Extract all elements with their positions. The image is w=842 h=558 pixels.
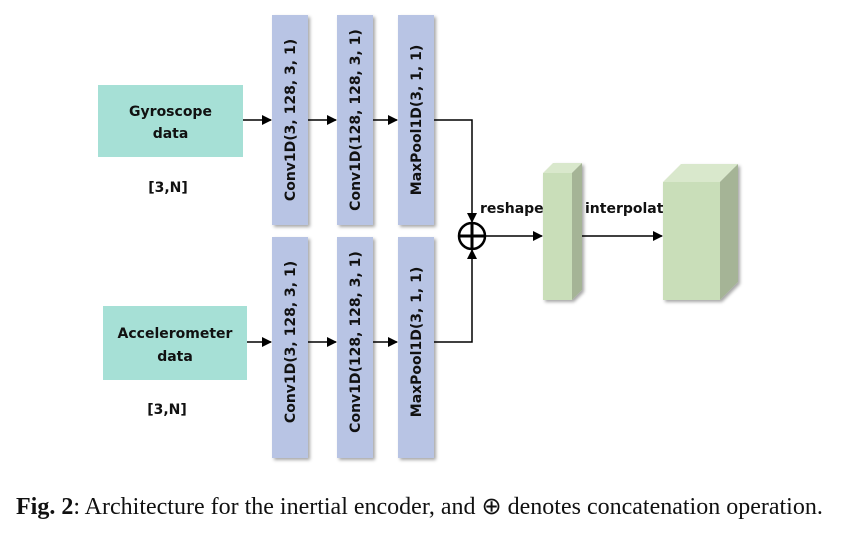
gyro-conv2-label: Conv1D(128, 128, 3, 1)	[348, 29, 364, 211]
reshape-label: reshape	[480, 201, 544, 217]
gyro-maxpool-layer: MaxPool1D(3, 1, 1)	[398, 15, 434, 225]
accel-conv2-label: Conv1D(128, 128, 3, 1)	[348, 251, 364, 433]
gyroscope-label: Gyroscope	[129, 104, 212, 120]
reshaped-feature-block	[543, 163, 582, 300]
accel-maxpool-layer: MaxPool1D(3, 1, 1)	[398, 237, 434, 458]
interpolated-feature-block	[663, 164, 738, 300]
gyro-conv2-layer: Conv1D(128, 128, 3, 1)	[337, 15, 373, 225]
gyroscope-label-data: data	[153, 126, 189, 142]
accelerometer-input-box: Accelerometer data	[103, 306, 247, 380]
gyro-maxpool-label: MaxPool1D(3, 1, 1)	[409, 45, 425, 195]
figure-caption: Fig. 2: Architecture for the inertial en…	[16, 493, 826, 521]
accelerometer-label: Accelerometer	[118, 326, 233, 342]
gyroscope-shape-label: [3,N]	[148, 180, 188, 196]
accel-conv1-label: Conv1D(3, 128, 3, 1)	[283, 261, 299, 423]
accelerometer-label-data: data	[157, 349, 193, 365]
caption-text: : Architecture for the inertial encoder,…	[73, 494, 823, 520]
figure-number: Fig. 2	[16, 494, 74, 520]
gyroscope-input-box: Gyroscope data	[98, 85, 243, 157]
arrow-gyro-to-concat	[434, 119, 477, 223]
accel-conv1-layer: Conv1D(3, 128, 3, 1)	[272, 237, 308, 458]
gyro-conv1-label: Conv1D(3, 128, 3, 1)	[283, 39, 299, 201]
accel-conv2-layer: Conv1D(128, 128, 3, 1)	[337, 237, 373, 458]
accelerometer-shape-label: [3,N]	[147, 402, 187, 418]
concat-icon	[457, 221, 487, 251]
arrow-accel-to-concat	[434, 249, 477, 343]
inertial-encoder-diagram: Gyroscope data [3,N] Accelerometer data …	[98, 15, 738, 458]
gyro-conv1-layer: Conv1D(3, 128, 3, 1)	[272, 15, 308, 225]
interpolate-label: interpolate	[585, 201, 673, 217]
accel-maxpool-label: MaxPool1D(3, 1, 1)	[409, 267, 425, 417]
